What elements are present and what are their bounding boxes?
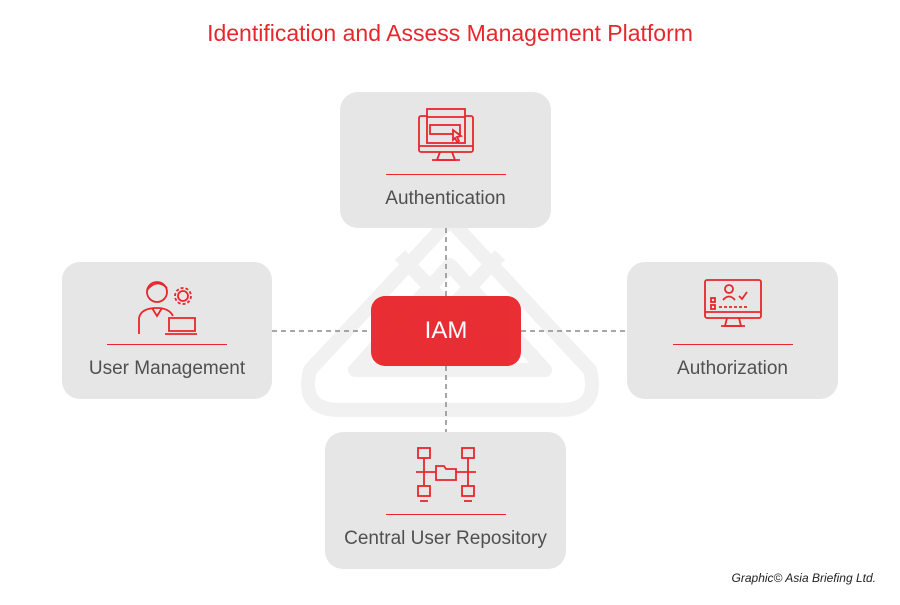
monitor-login-icon: [417, 108, 474, 161]
network-folder-icon: [415, 447, 476, 502]
user-gear-laptop-icon: [138, 281, 197, 335]
node-central-user-repository: Central User Repository: [325, 432, 566, 569]
monitor-user-check-icon: [703, 279, 762, 327]
node-label: Authorization: [677, 358, 788, 379]
node-label: Central User Repository: [344, 528, 547, 549]
node-authentication: Authentication: [340, 92, 551, 228]
node-authorization: Authorization: [627, 262, 838, 399]
divider: [385, 514, 506, 515]
node-user-management: User Management: [62, 262, 272, 399]
iam-center-node: IAM: [371, 296, 521, 366]
divider: [385, 174, 506, 175]
page-title: Identification and Assess Management Pla…: [207, 20, 693, 46]
divider: [107, 344, 227, 345]
divider: [672, 344, 793, 345]
graphic-credit: Graphic© Asia Briefing Ltd.: [731, 571, 876, 585]
node-label: User Management: [88, 358, 246, 379]
node-label: Authentication: [385, 188, 506, 209]
